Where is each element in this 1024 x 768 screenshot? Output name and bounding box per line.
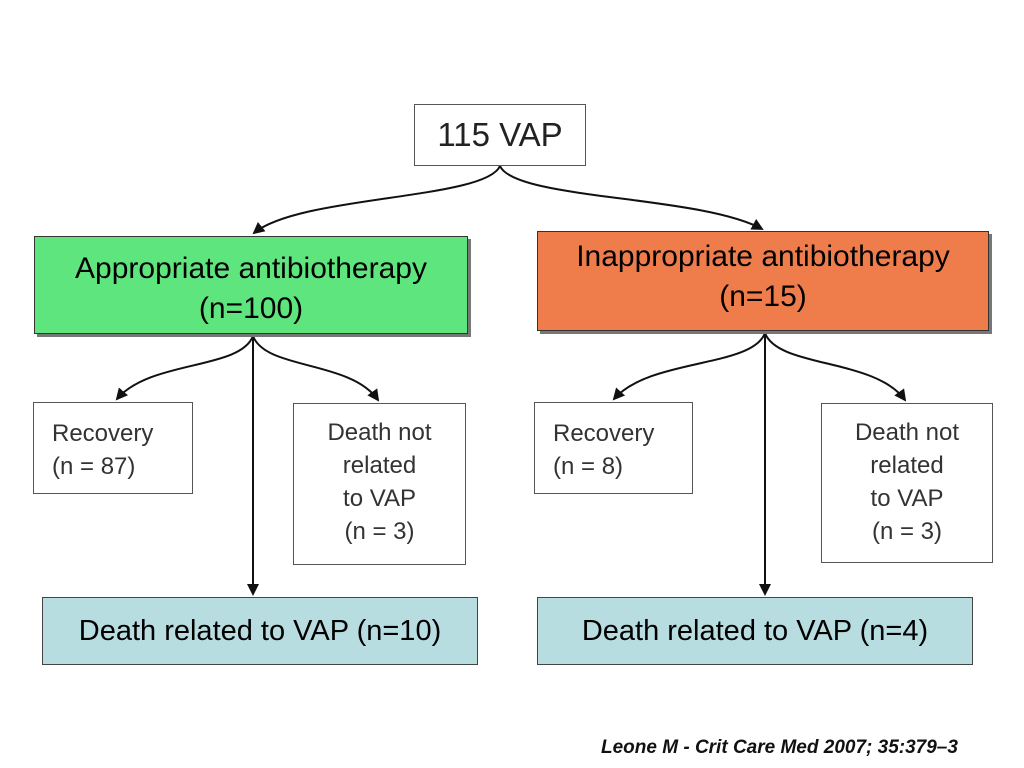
appropriate-death-not-related-label: Death not related to VAP (n = 3) xyxy=(327,419,432,545)
inappropriate-recovery-label: Recovery (n = 8) xyxy=(553,420,655,480)
arrow-appropriate-to-death-not-related xyxy=(252,335,380,402)
inappropriate-death-not-related-node: Death not related to VAP (n = 3) xyxy=(821,403,993,563)
inappropriate-antibiotherapy-node: Inappropriate antibiotherapy (n=15) xyxy=(537,231,989,331)
inappropriate-recovery-node: Recovery (n = 8) xyxy=(534,402,693,494)
root-node-total-vap: 115 VAP xyxy=(414,104,586,166)
arrow-appropriate-to-recovery xyxy=(115,335,254,401)
appropriate-antibiotherapy-label: Appropriate antibiotherapy (n=100) xyxy=(75,252,427,325)
appropriate-antibiotherapy-node: Appropriate antibiotherapy (n=100) xyxy=(34,236,468,334)
appropriate-recovery-node: Recovery (n = 87) xyxy=(33,402,193,494)
appropriate-death-not-related-node: Death not related to VAP (n = 3) xyxy=(293,403,466,565)
root-node-label: 115 VAP xyxy=(437,116,563,153)
appropriate-death-related-node: Death related to VAP (n=10) xyxy=(42,597,478,665)
inappropriate-antibiotherapy-label: Inappropriate antibiotherapy (n=15) xyxy=(576,240,950,313)
inappropriate-death-not-related-label: Death not related to VAP (n = 3) xyxy=(854,419,960,545)
arrow-root-to-inappropriate xyxy=(499,165,764,230)
arrow-inappropriate-to-death-not-related xyxy=(764,332,907,402)
appropriate-death-related-label: Death related to VAP (n=10) xyxy=(78,614,442,647)
appropriate-recovery-label: Recovery (n = 87) xyxy=(52,420,154,480)
arrow-root-to-appropriate xyxy=(252,165,501,235)
citation: Leone M - Crit Care Med 2007; 35:379–3 xyxy=(601,737,958,758)
inappropriate-death-related-label: Death related to VAP (n=4) xyxy=(581,614,929,647)
arrow-inappropriate-to-recovery xyxy=(612,332,766,401)
inappropriate-death-related-node: Death related to VAP (n=4) xyxy=(537,597,973,665)
